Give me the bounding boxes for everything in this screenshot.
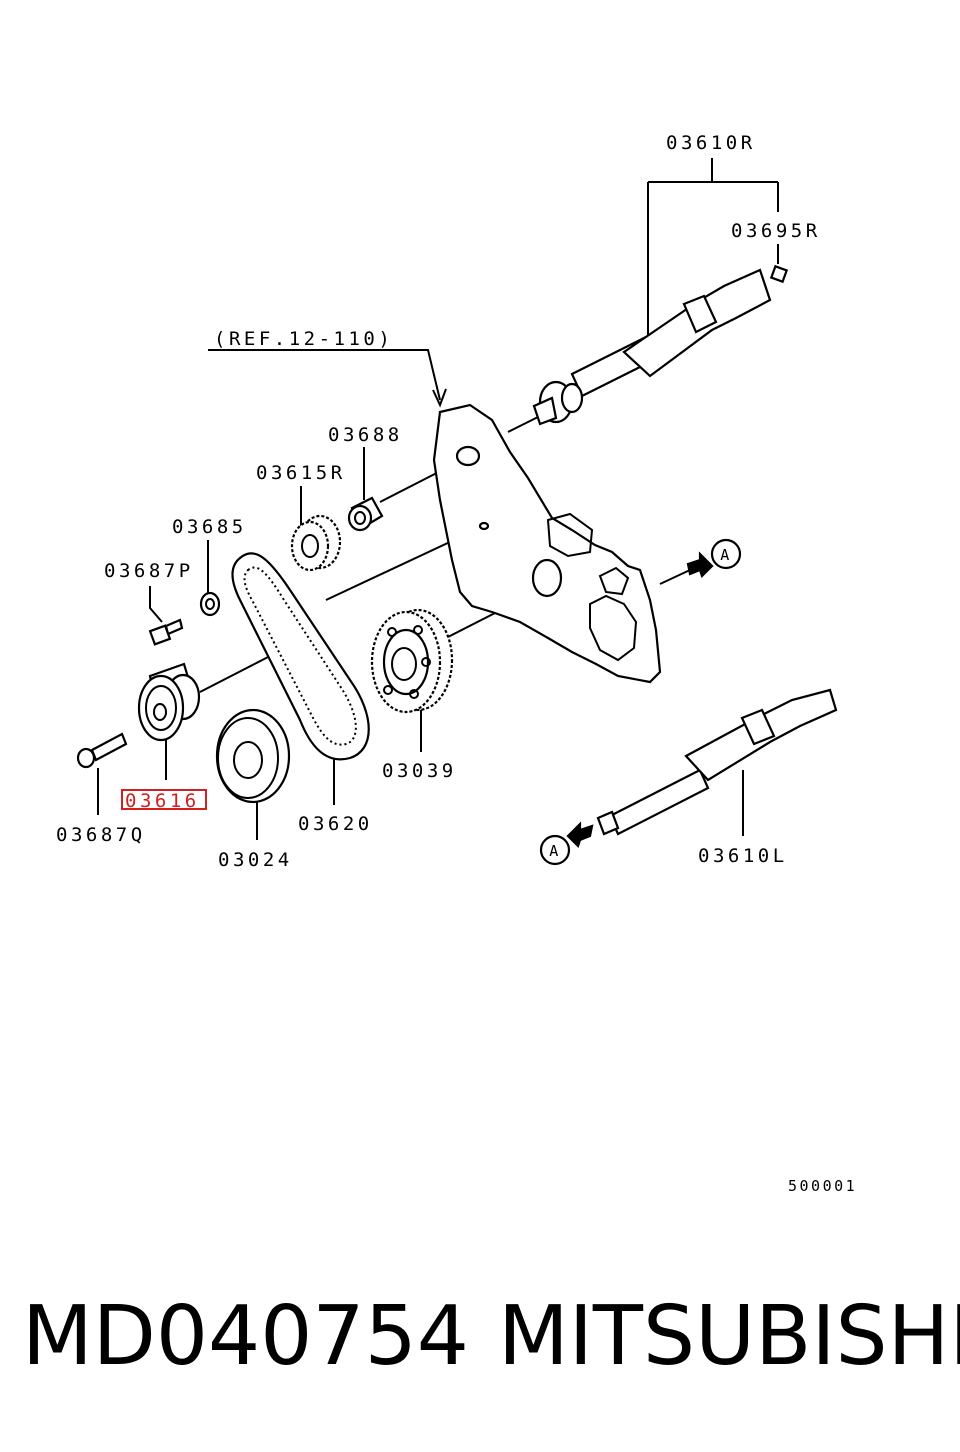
label-03024: 03024 xyxy=(218,849,293,871)
part-labels: 03610R 03695R (REF.12-110) 03688 03615R … xyxy=(56,132,857,1195)
brand-name: MITSUBISHI xyxy=(498,1289,960,1384)
drawing-number: 500001 xyxy=(788,1177,857,1195)
label-03685: 03685 xyxy=(172,516,247,538)
label-03695R: 03695R xyxy=(731,220,821,242)
part-03039-sprocket xyxy=(370,608,454,714)
part-03620-timing-belt xyxy=(231,552,370,761)
label-03620: 03620 xyxy=(298,813,373,835)
part-03685-washer xyxy=(199,591,221,617)
part-03687P-bolt xyxy=(148,618,184,646)
label-03687P: 03687P xyxy=(104,560,194,582)
part-03687Q-bolt xyxy=(76,732,128,769)
oil-pump-case xyxy=(432,403,662,684)
label-03610R: 03610R xyxy=(666,132,756,154)
label-03688: 03688 xyxy=(328,424,403,446)
label-03616: 03616 xyxy=(125,790,200,812)
part-03615R-sprocket xyxy=(290,514,342,572)
marker-a-left: A xyxy=(539,821,594,866)
label-ref: (REF.12-110) xyxy=(214,328,393,350)
marker-a-left-label: A xyxy=(549,842,561,860)
marker-a-right-label: A xyxy=(720,546,732,564)
balancer-shaft-left xyxy=(596,688,838,836)
marker-a-right: A xyxy=(686,538,742,579)
part-03024-flange xyxy=(215,708,291,804)
part-number: MD040754 xyxy=(22,1289,469,1384)
highlight-box-03616 xyxy=(121,789,207,810)
label-03687Q: 03687Q xyxy=(56,824,146,846)
label-03615R: 03615R xyxy=(256,462,346,484)
part-03616-tensioner-pulley xyxy=(137,662,201,742)
label-03610L: 03610L xyxy=(698,845,788,867)
label-03039: 03039 xyxy=(382,760,457,782)
part-03688-spacer xyxy=(347,496,384,532)
leader-lines xyxy=(97,158,779,840)
balancer-shaft-right xyxy=(532,264,789,426)
